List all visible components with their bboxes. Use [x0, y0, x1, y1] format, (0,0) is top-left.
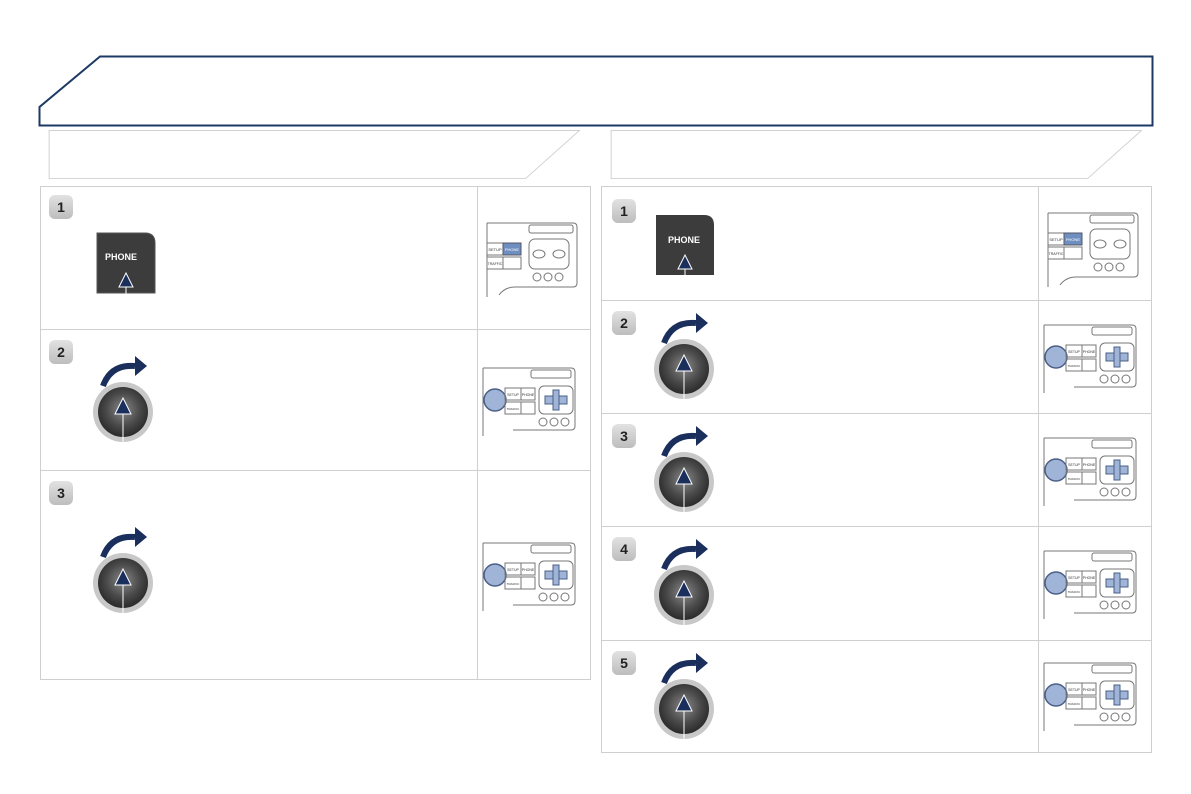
- step-row: 2 SETUP PHONE TRAF: [41, 330, 590, 471]
- svg-text:TRAFFIC: TRAFFIC: [1068, 590, 1081, 594]
- right-column-header: [610, 130, 1143, 180]
- svg-text:PHONE: PHONE: [1083, 576, 1096, 580]
- step-number-badge: 1: [612, 199, 636, 223]
- left-steps-panel: 1 PHONE SETUP PHONE TRAFFIC 2: [40, 186, 591, 680]
- panel-knob-highlight-thumbnail: SETUP PHONE TRAFFIC: [1043, 662, 1137, 731]
- step-number-badge: 2: [612, 311, 636, 335]
- step-row: 1 PHONE SETUP PHONE TRAFFIC: [602, 187, 1151, 301]
- svg-text:TRAFFIC: TRAFFIC: [1049, 252, 1064, 256]
- left-column-header: [48, 130, 581, 180]
- step-row: 1 PHONE SETUP PHONE TRAFFIC: [41, 187, 590, 330]
- svg-text:SETUP: SETUP: [1068, 463, 1080, 467]
- svg-text:TRAFFIC: TRAFFIC: [488, 262, 503, 266]
- left-thumb-divider: [477, 187, 478, 679]
- svg-text:SETUP: SETUP: [1068, 350, 1080, 354]
- step-row: 2 SETUP PHONE TRAF: [602, 301, 1151, 414]
- step-number-badge: 1: [49, 195, 73, 219]
- panel-knob-highlight-thumbnail: SETUP PHONE TRAFFIC: [1043, 550, 1137, 619]
- panel-phone-highlight-thumbnail: SETUP PHONE TRAFFIC: [1047, 212, 1139, 287]
- phone-button-press-icon: PHONE: [96, 232, 156, 309]
- right-steps-panel: 1 PHONE SETUP PHONE TRAFFIC 2: [601, 186, 1152, 753]
- svg-text:SETUP: SETUP: [507, 393, 519, 397]
- knob-rotate-press-icon: [654, 653, 714, 745]
- knob-rotate-press-icon: [654, 426, 714, 518]
- right-thumb-divider: [1038, 187, 1039, 752]
- knob-rotate-press-icon: [93, 527, 153, 619]
- svg-text:TRAFFIC: TRAFFIC: [507, 582, 520, 586]
- panel-knob-highlight-thumbnail: SETUP PHONE TRAFFIC: [1043, 437, 1137, 506]
- svg-text:PHONE: PHONE: [1083, 688, 1096, 692]
- svg-text:PHONE: PHONE: [1083, 350, 1096, 354]
- svg-text:TRAFFIC: TRAFFIC: [507, 407, 520, 411]
- svg-text:PHONE: PHONE: [105, 252, 137, 262]
- knob-rotate-press-icon: [93, 356, 153, 448]
- step-number-badge: 5: [612, 651, 636, 675]
- step-row: 3 SETUP PHONE TRAF: [41, 471, 590, 679]
- svg-text:PHONE: PHONE: [522, 393, 535, 397]
- svg-text:PHONE: PHONE: [1083, 463, 1096, 467]
- step-number-badge: 4: [612, 537, 636, 561]
- svg-text:PHONE: PHONE: [668, 235, 700, 245]
- svg-text:PHONE: PHONE: [522, 568, 535, 572]
- panel-phone-highlight-thumbnail: SETUP PHONE TRAFFIC: [486, 222, 578, 297]
- svg-text:SETUP: SETUP: [488, 247, 502, 252]
- panel-knob-highlight-thumbnail: SETUP PHONE TRAFFIC: [1043, 324, 1137, 393]
- svg-text:PHONE: PHONE: [1066, 237, 1081, 242]
- svg-text:SETUP: SETUP: [507, 568, 519, 572]
- step-row: 3 SETUP PHONE TRAF: [602, 414, 1151, 527]
- svg-text:TRAFFIC: TRAFFIC: [1068, 477, 1081, 481]
- svg-text:SETUP: SETUP: [1068, 688, 1080, 692]
- knob-rotate-press-icon: [654, 313, 714, 405]
- step-row: 5 SETUP PHONE TRAF: [602, 641, 1151, 752]
- svg-text:PHONE: PHONE: [505, 247, 520, 252]
- step-row: 4 SETUP PHONE TRAF: [602, 527, 1151, 641]
- panel-knob-highlight-thumbnail: SETUP PHONE TRAFFIC: [482, 542, 576, 611]
- svg-text:TRAFFIC: TRAFFIC: [1068, 364, 1081, 368]
- svg-text:SETUP: SETUP: [1068, 576, 1080, 580]
- page-header-banner: [38, 55, 1154, 127]
- svg-text:TRAFFIC: TRAFFIC: [1068, 702, 1081, 706]
- panel-knob-highlight-thumbnail: SETUP PHONE TRAFFIC: [482, 367, 576, 436]
- step-number-badge: 3: [49, 481, 73, 505]
- step-number-badge: 2: [49, 340, 73, 364]
- knob-rotate-press-icon: [654, 539, 714, 631]
- svg-text:SETUP: SETUP: [1049, 237, 1063, 242]
- step-number-badge: 3: [612, 424, 636, 448]
- phone-button-press-icon: PHONE: [656, 215, 714, 291]
